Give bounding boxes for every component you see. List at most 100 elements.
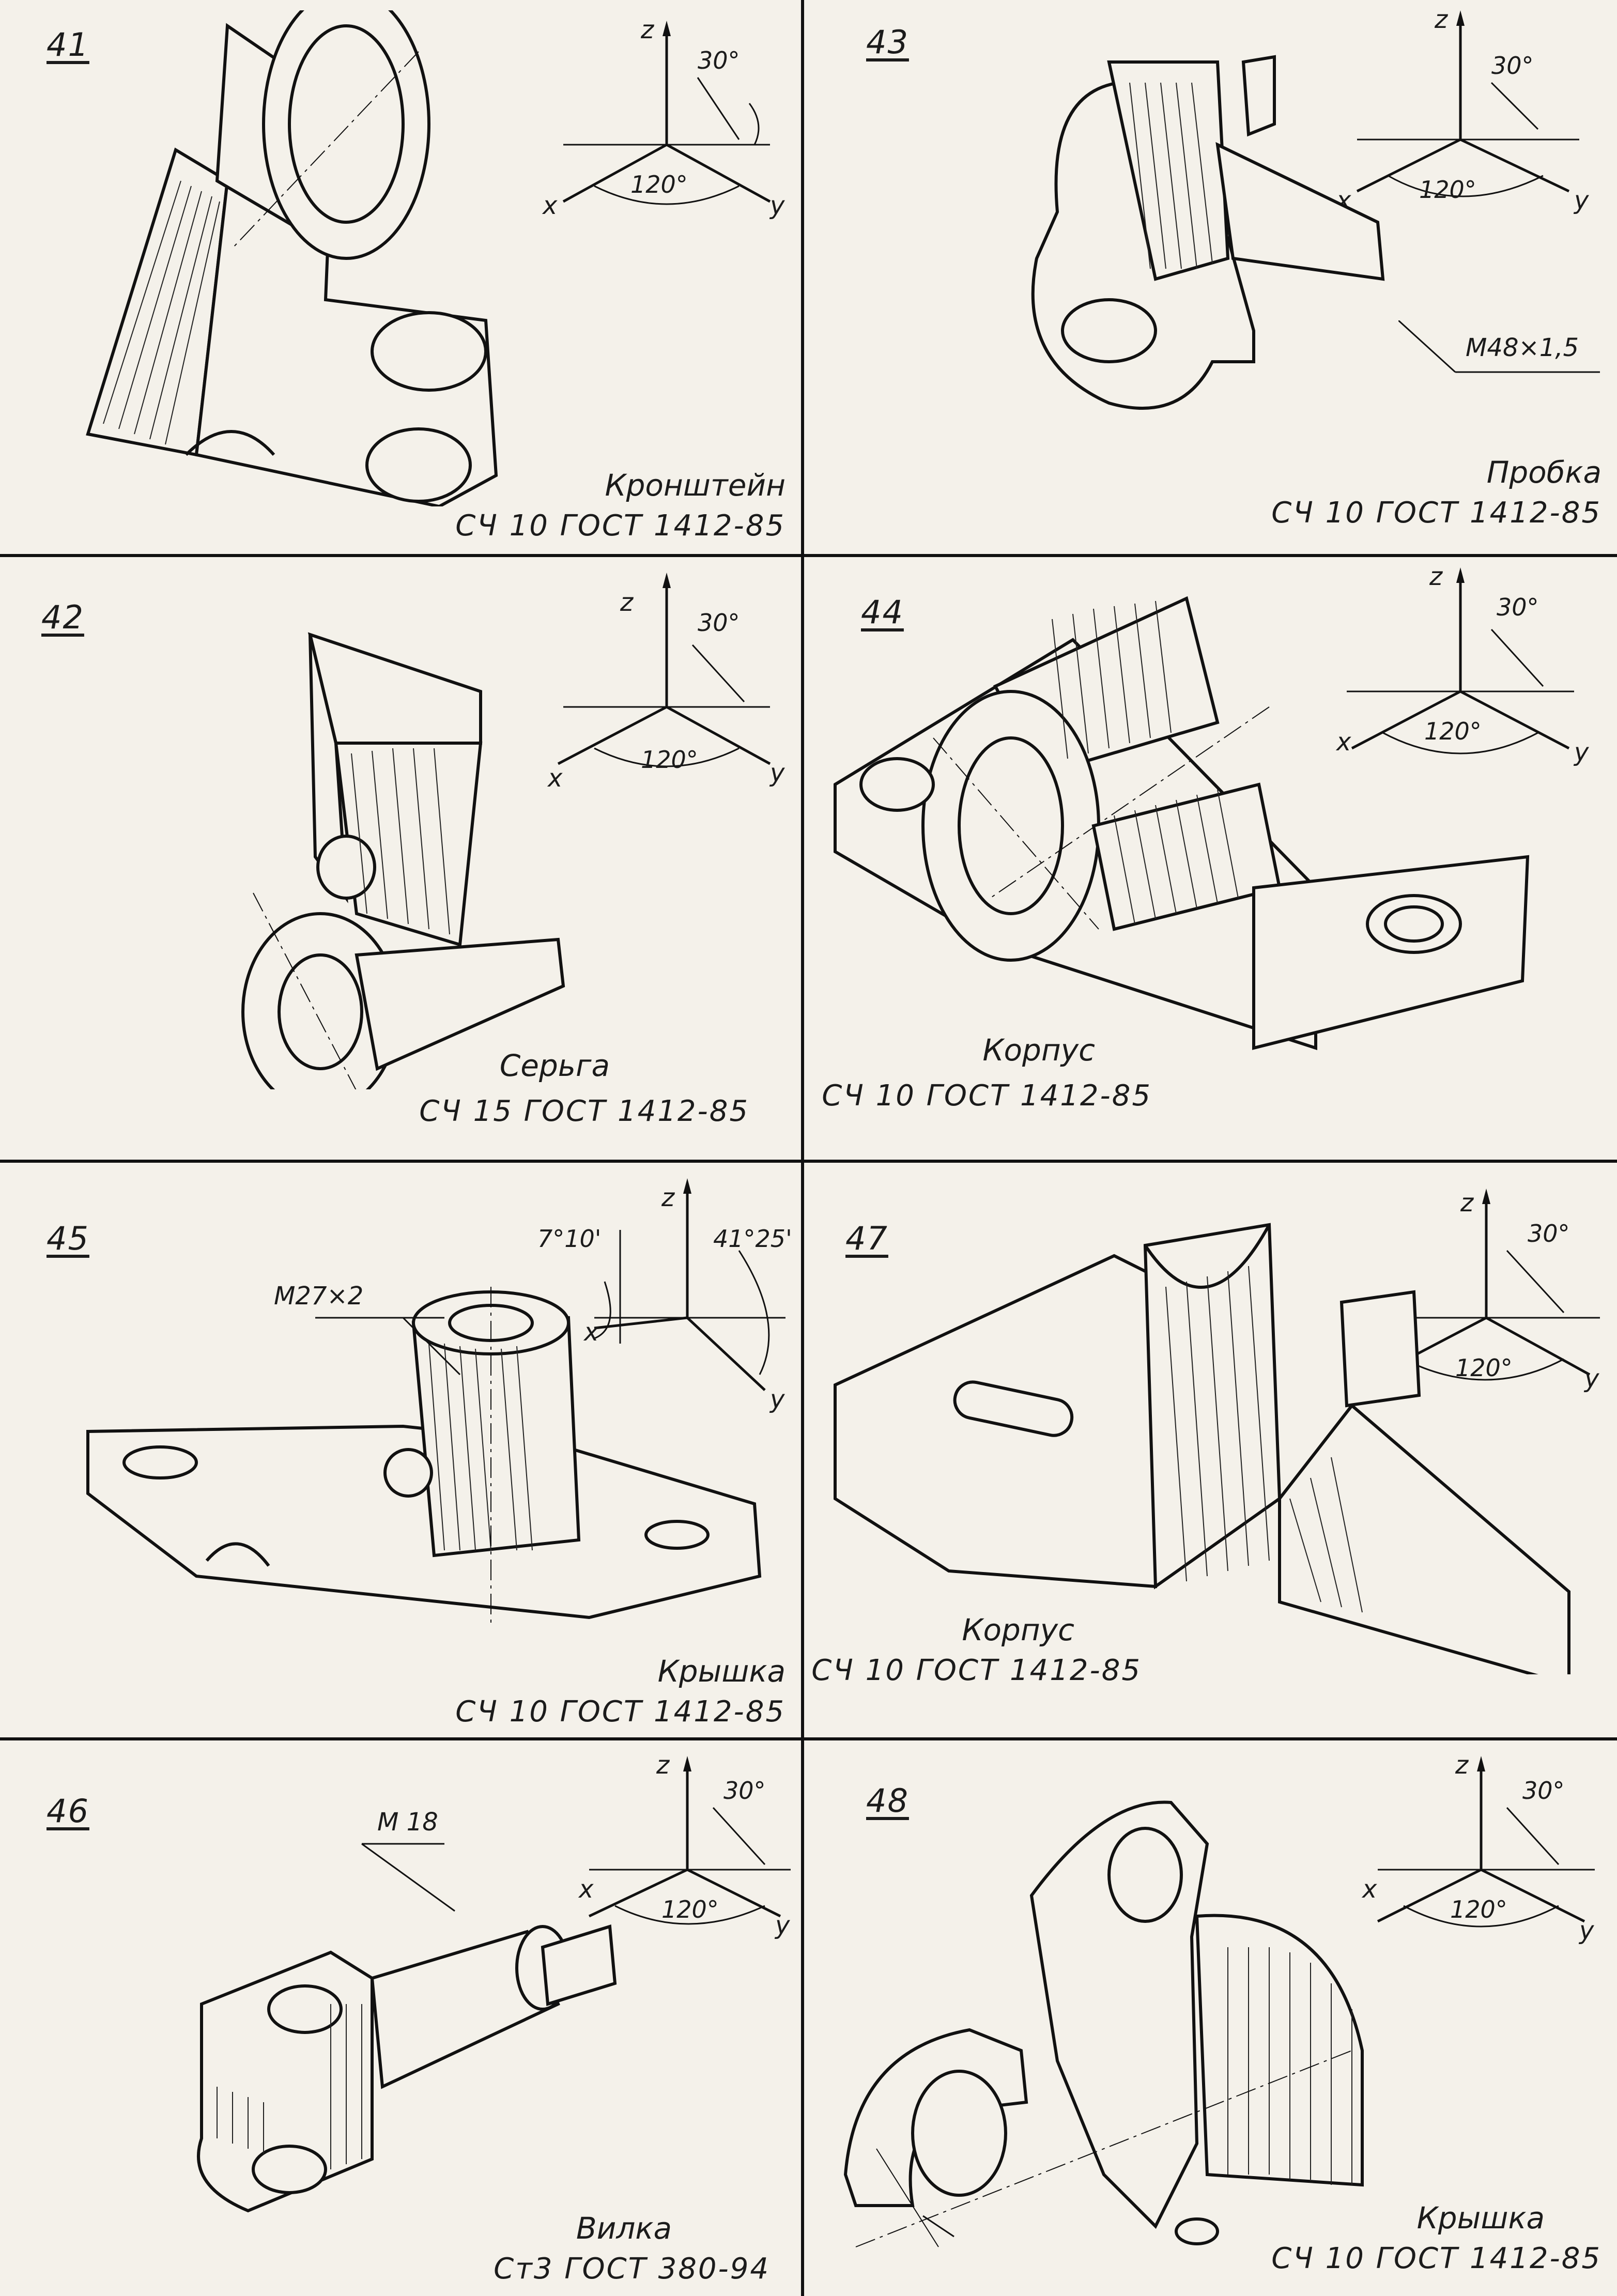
- part-drawing: [843, 1800, 1364, 2247]
- axis-x-label: x: [1362, 1875, 1377, 1904]
- axis-z-label: z: [641, 16, 654, 44]
- part-drawing: [1031, 55, 1385, 410]
- angle-bottom-label: 120°: [1455, 1354, 1513, 1382]
- material-spec: СЧ 10 ГОСТ 1412-85: [1271, 2242, 1601, 2275]
- axis-z-label: z: [661, 1183, 675, 1212]
- material-spec: Ст3 ГОСТ 380-94: [494, 2252, 770, 2286]
- material-spec: СЧ 10 ГОСТ 1412-85: [455, 1695, 786, 1729]
- axes-diagram: [562, 21, 771, 205]
- angle-bottom-label: 120°: [1450, 1896, 1507, 1923]
- axis-y-label: y: [1574, 738, 1589, 767]
- panel-46: 46 z x y 30° 120°: [0, 1740, 801, 2296]
- panel-41: 41 z x y 30° 120°: [0, 0, 801, 554]
- angle-bottom-label: 120°: [630, 171, 688, 198]
- angle-top-label: 30°: [1528, 1220, 1570, 1247]
- axonometric-axes: z x y 30° 120°: [522, 1751, 796, 1958]
- callout-leader: [1398, 320, 1600, 373]
- axis-x-label: x: [584, 1318, 599, 1347]
- row-divider-3: [0, 1737, 1617, 1740]
- thread-callout: M 18: [377, 1808, 438, 1837]
- axonometric-axes: z x y 30° 120°: [1326, 5, 1605, 227]
- axis-z-label: z: [1455, 1751, 1469, 1780]
- part-title: Пробка: [1486, 455, 1601, 490]
- material-spec: СЧ 15 ГОСТ 1412-85: [419, 1095, 749, 1128]
- angle-top-label: 30°: [1497, 593, 1539, 621]
- panel-45: 45 z x y 41°25' 7°10': [0, 1163, 801, 1737]
- material-spec: СЧ 10 ГОСТ 1412-85: [822, 1079, 1152, 1113]
- axis-y-label: y: [770, 191, 785, 220]
- axis-x-label: x: [548, 764, 563, 793]
- axes-diagram: [557, 573, 771, 767]
- angle-top-label: 30°: [698, 47, 740, 74]
- axes-diagram: [1347, 567, 1574, 754]
- angle-x-label: 7°10': [537, 1225, 602, 1253]
- part-drawing: [197, 1924, 617, 2213]
- part-title: Корпус: [982, 1033, 1095, 1068]
- thread-callout: M27×2: [274, 1282, 364, 1311]
- part-drawing: [834, 596, 1530, 1051]
- panel-number: 41: [47, 26, 89, 64]
- thread-callout: M48×1,5: [1466, 333, 1579, 362]
- angle-top-label: 30°: [698, 609, 740, 637]
- panel-number: 47: [845, 1220, 888, 1257]
- axes-diagram: [594, 1178, 786, 1391]
- axonometric-axes: z x y 30° 120°: [527, 16, 796, 233]
- part-drawing: [86, 10, 498, 506]
- part-drawing: [834, 1223, 1570, 1674]
- part-drawing: [86, 1287, 762, 1628]
- angle-bottom-label: 120°: [661, 1896, 719, 1923]
- panel-43: 43 z x y 30° 120°: [804, 0, 1617, 554]
- axis-y-label: y: [1579, 1916, 1594, 1945]
- vertical-divider: [801, 0, 804, 2296]
- axis-z-label: z: [620, 588, 634, 617]
- row-divider-1: [0, 554, 1617, 557]
- axis-y-label: y: [770, 759, 785, 788]
- part-title: Корпус: [962, 1612, 1074, 1647]
- panel-number: 42: [41, 598, 84, 636]
- part-title: Кронштейн: [605, 468, 786, 503]
- part-title: Крышка: [1416, 2200, 1545, 2236]
- panel-number: 43: [866, 23, 909, 61]
- axis-y-label: y: [770, 1385, 785, 1414]
- angle-bottom-label: 120°: [1424, 717, 1482, 745]
- callout-leader: [315, 1317, 461, 1376]
- material-spec: СЧ 10 ГОСТ 1412-85: [811, 1654, 1142, 1687]
- axis-z-label: z: [1429, 562, 1443, 591]
- angle-bottom-label: 120°: [1419, 176, 1476, 204]
- material-spec: СЧ 10 ГОСТ 1412-85: [455, 509, 786, 543]
- axonometric-axes: z x y 30° 120°: [527, 567, 796, 800]
- axes-diagram: [1377, 1756, 1595, 1928]
- angle-top-label: 30°: [1522, 1777, 1565, 1805]
- part-drawing: [241, 632, 565, 1089]
- angle-top-label: 30°: [1491, 52, 1534, 80]
- row-divider-2: [0, 1160, 1617, 1163]
- panel-44: 44 z x y 30° 120°: [804, 557, 1617, 1160]
- axis-z-label: z: [1460, 1189, 1474, 1218]
- axes-diagram: [588, 1756, 791, 1925]
- axonometric-axes: z x y 30° 120°: [1326, 1183, 1605, 1416]
- angle-bottom-label: 120°: [641, 746, 698, 774]
- axonometric-axes: z x y 30° 120°: [1326, 1751, 1605, 1958]
- axis-x-label: x: [579, 1875, 594, 1904]
- material-spec: СЧ 10 ГОСТ 1412-85: [1271, 496, 1601, 530]
- axes-diagram: [1356, 10, 1579, 197]
- callout-leader: [361, 1843, 455, 1912]
- panel-47: 47 z x y 30° 120°: [804, 1163, 1617, 1737]
- axis-y-label: y: [1574, 186, 1589, 215]
- part-title: Вилка: [576, 2211, 672, 2246]
- angle-top-label: 30°: [723, 1777, 766, 1805]
- part-title: Крышка: [657, 1654, 786, 1689]
- axis-y-label: y: [775, 1911, 790, 1940]
- axis-y-label: y: [1584, 1364, 1599, 1393]
- panel-number: 46: [47, 1792, 89, 1830]
- panel-48: 48 z x y 30° 120°: [804, 1740, 1617, 2296]
- axis-x-label: x: [1336, 728, 1351, 757]
- panel-number: 44: [861, 593, 904, 631]
- axis-z-label: z: [656, 1751, 670, 1780]
- axis-z-label: z: [1435, 5, 1448, 34]
- axonometric-axes: z x y 30° 120°: [1326, 562, 1605, 795]
- panel-number: 48: [866, 1782, 909, 1820]
- panel-number: 45: [47, 1220, 89, 1257]
- axonometric-axes: z x y 41°25' 7°10': [517, 1168, 798, 1416]
